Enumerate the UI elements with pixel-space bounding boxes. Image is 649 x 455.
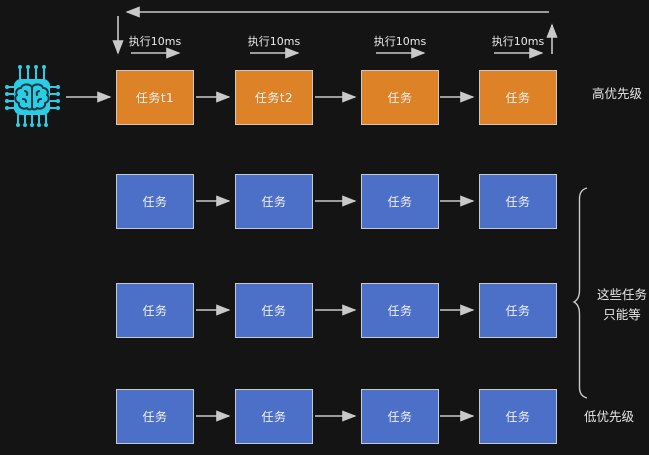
task-box-low: 任务 bbox=[116, 389, 194, 444]
low-priority-label: 低优先级 bbox=[584, 409, 635, 424]
task-box-low: 任务 bbox=[479, 389, 557, 444]
task-box-high: 任务 bbox=[361, 70, 439, 125]
task-box-low: 任务 bbox=[361, 389, 439, 444]
brain-chip-icon bbox=[5, 65, 60, 127]
cpu-brain-icon bbox=[4, 61, 64, 129]
exec-duration-label: 执行10ms bbox=[491, 35, 545, 48]
exec-duration-label: 执行10ms bbox=[247, 35, 301, 48]
task-box-low: 任务 bbox=[235, 174, 313, 229]
exec-duration-label: 执行10ms bbox=[373, 35, 427, 48]
task-box-low: 任务 bbox=[116, 283, 194, 338]
exec-duration-label: 执行10ms bbox=[128, 35, 182, 48]
waiting-tasks-label: 这些任务 只能等 bbox=[594, 285, 649, 325]
waiting-tasks-line2: 只能等 bbox=[603, 307, 641, 322]
grouping-brace bbox=[572, 187, 588, 399]
task-box-high: 任务 bbox=[479, 70, 557, 125]
task-box-low: 任务 bbox=[479, 174, 557, 229]
task-box-low: 任务 bbox=[361, 174, 439, 229]
high-priority-label: 高优先级 bbox=[592, 86, 643, 101]
waiting-tasks-line1: 这些任务 bbox=[596, 287, 647, 302]
task-box-high: 任务t1 bbox=[116, 70, 194, 125]
task-box-high: 任务t2 bbox=[235, 70, 313, 125]
task-box-low: 任务 bbox=[479, 283, 557, 338]
task-box-low: 任务 bbox=[361, 283, 439, 338]
task-box-low: 任务 bbox=[235, 283, 313, 338]
task-box-low: 任务 bbox=[116, 174, 194, 229]
task-box-low: 任务 bbox=[235, 389, 313, 444]
